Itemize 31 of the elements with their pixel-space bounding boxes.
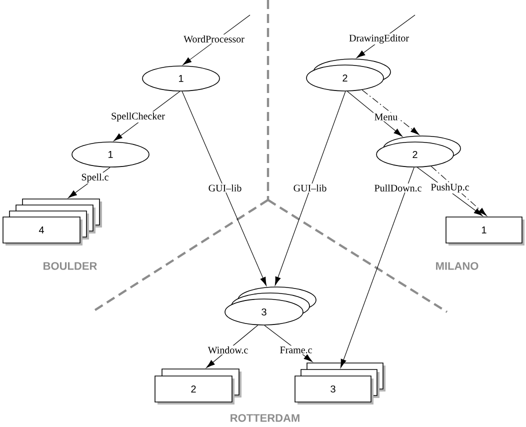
- arrow: [182, 91, 267, 286]
- edge-label: GUI–lib: [292, 183, 328, 192]
- node-label: 4: [38, 226, 44, 234]
- arrow: [430, 166, 487, 216]
- arrow: [264, 325, 312, 362]
- edge-label: Spell.c: [80, 172, 110, 184]
- box: 1: [446, 216, 524, 246]
- edge-label: Frame.c: [278, 346, 314, 354]
- region-label: MILANO: [436, 262, 478, 270]
- region-label: BOULDER: [44, 262, 97, 270]
- edge-label: PullDown.c: [373, 183, 423, 193]
- stacked-ellipses: 3: [224, 286, 316, 326]
- edge-label: PushUp.c: [430, 182, 470, 194]
- region-label: ROTTERDAM: [230, 414, 300, 422]
- arrow: [362, 90, 420, 135]
- edge-label: DrawingEditor: [348, 33, 410, 45]
- edge-label: Window.c: [206, 345, 250, 355]
- stacked-boxes: 3: [294, 362, 386, 404]
- edge-label: WordProcessor: [182, 34, 246, 44]
- edge-label: GUI–lib: [207, 183, 243, 192]
- edge-label: Menu: [373, 112, 399, 122]
- arrow: [206, 324, 258, 368]
- stacked-ellipses: 2: [376, 136, 461, 168]
- arrow: [274, 91, 346, 286]
- arrow: [340, 167, 414, 368]
- edge-label: SpellChecker: [110, 111, 166, 123]
- arrow: [347, 91, 402, 137]
- stacked-boxes: 4: [2, 198, 102, 246]
- stacked-boxes: 2: [154, 368, 242, 404]
- stacked-ellipses: 2: [306, 58, 391, 92]
- arrow: [182, 14, 250, 65]
